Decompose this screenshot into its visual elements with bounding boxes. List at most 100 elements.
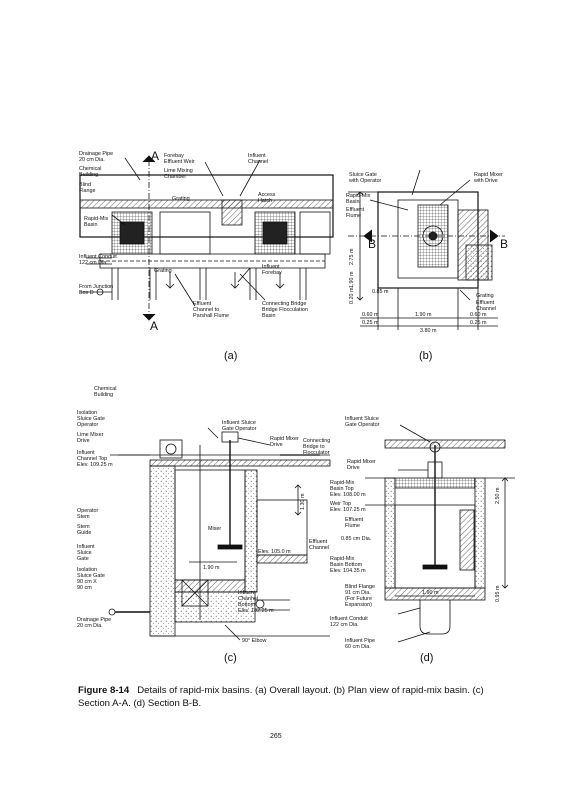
svg-text:A: A [151,149,159,163]
svg-text:From Junction: From Junction [79,284,113,290]
svg-text:Influent: Influent [248,153,266,159]
svg-text:Basin Top: Basin Top [330,486,354,492]
svg-text:Flange: Flange [79,188,95,194]
svg-text:Elev. 109.25 m: Elev. 109.25 m [77,462,113,468]
svg-text:Chemical: Chemical [94,386,116,392]
svg-text:B: B [500,237,508,251]
svg-text:Bottom: Bottom [238,602,256,608]
svg-text:Influent: Influent [262,264,280,270]
svg-text:122 cm Dia.: 122 cm Dia. [79,260,108,266]
svg-text:Connecting: Connecting [303,438,330,444]
svg-text:Gate Operator: Gate Operator [222,426,257,432]
svg-text:Basin: Basin [84,222,98,228]
svg-text:Channel Top: Channel Top [77,456,107,462]
svg-text:0.85 cm Dia.: 0.85 cm Dia. [341,536,371,542]
svg-text:3.80 m: 3.80 m [420,328,437,334]
svg-text:B: B [368,237,376,251]
panel-b-caption: (b) [419,350,433,362]
svg-text:Isolation: Isolation [77,567,97,573]
svg-text:Drainage Pipe: Drainage Pipe [79,151,113,157]
svg-text:Isolation: Isolation [77,410,97,416]
svg-text:Access: Access [258,192,276,198]
svg-text:Effluent: Effluent [309,539,328,545]
svg-text:Basin: Basin [262,313,276,319]
panel-a-drawing [79,155,334,321]
svg-text:Connecting Bridge: Connecting Bridge [262,301,306,307]
svg-text:Basin: Basin [346,199,360,205]
svg-text:Chamber: Chamber [164,174,186,180]
svg-text:Effluent: Effluent [346,207,365,213]
svg-text:0.60 m: 0.60 m [362,312,379,318]
svg-text:Grating: Grating [172,196,190,202]
svg-text:Sluice: Sluice [77,550,92,556]
svg-text:Flocculator: Flocculator [303,450,330,456]
figure-caption: Figure 8-14 Details of rapid-mix basins.… [78,685,498,710]
svg-text:(For Future: (For Future [345,596,372,602]
svg-text:with Drive: with Drive [473,178,498,184]
svg-text:1.90 m: 1.90 m [422,590,439,596]
svg-text:Bridge Flocculation: Bridge Flocculation [262,307,308,313]
svg-text:Influent: Influent [77,544,95,550]
svg-text:Sluice Gate: Sluice Gate [77,573,105,579]
svg-text:Flume: Flume [345,523,360,529]
svg-text:Flume: Flume [346,213,361,219]
svg-text:2.50 m: 2.50 m [495,487,501,504]
svg-text:90 cm X: 90 cm X [77,579,97,585]
svg-text:60 cm Dia.: 60 cm Dia. [345,644,371,650]
svg-text:Effluent Weir: Effluent Weir [164,159,195,165]
svg-text:Influent Pipe: Influent Pipe [345,638,375,644]
svg-text:A: A [150,319,158,333]
svg-text:Operator: Operator [77,422,98,428]
svg-text:Weir Top: Weir Top [330,501,351,507]
svg-text:Parshall Flume: Parshall Flume [193,313,229,319]
panel-b-labels: Sluice Gate with Operator Rapid Mixer wi… [346,172,508,334]
svg-text:Drive: Drive [347,465,360,471]
svg-text:Rapid-Mix: Rapid-Mix [346,193,371,199]
svg-text:0.85 m: 0.85 m [372,289,389,295]
svg-text:Stem: Stem [77,524,90,530]
svg-text:1.90 m: 1.90 m [415,312,432,318]
svg-text:Lime Mixing: Lime Mixing [164,168,193,174]
svg-text:Blind Flange: Blind Flange [345,584,375,590]
svg-text:Elev. 105.0 m: Elev. 105.0 m [258,549,291,555]
svg-text:Chemical: Chemical [79,166,101,172]
svg-text:Channel: Channel [238,596,258,602]
svg-text:Channel to: Channel to [193,307,219,313]
svg-text:Channel: Channel [248,159,268,165]
svg-text:Box D: Box D [79,290,94,296]
svg-text:90° Elbow: 90° Elbow [242,638,266,644]
svg-text:Channel: Channel [476,306,496,312]
svg-text:Drive: Drive [270,442,283,448]
panel-b-drawing [348,169,505,330]
figure-label: Figure 8-14 [78,685,130,696]
svg-text:Building: Building [94,392,113,398]
svg-text:Forebay: Forebay [262,270,282,276]
svg-text:1.90 m: 1.90 m [349,271,355,288]
svg-text:Rapid Mixer: Rapid Mixer [474,172,503,178]
svg-text:Rapid Mixer: Rapid Mixer [270,436,299,442]
svg-text:Guide: Guide [77,530,91,536]
svg-text:Rapid-Mix: Rapid-Mix [330,480,355,486]
page-number: 265 [270,733,282,740]
figure-caption-text: Details of rapid-mix basins. (a) Overall… [78,685,484,709]
svg-text:Elev. 104.35 m: Elev. 104.35 m [330,568,366,574]
svg-text:Stem: Stem [77,514,90,520]
svg-text:Sluice Gate: Sluice Gate [349,172,377,178]
svg-text:Hatch: Hatch [258,198,272,204]
svg-text:2.75 m: 2.75 m [349,248,355,265]
svg-text:Influent Conduit: Influent Conduit [330,616,368,622]
svg-text:Mixer: Mixer [208,526,221,532]
panel-c-caption: (c) [224,652,237,664]
svg-text:Elev. 102.25 m: Elev. 102.25 m [238,608,274,614]
svg-text:Effluent: Effluent [193,301,212,307]
svg-text:91 cm Dia.: 91 cm Dia. [345,590,371,596]
svg-text:Grating: Grating [154,268,172,274]
panel-c-labels: Chemical Building Isolation Sluice Gate … [77,386,330,644]
svg-text:Gate: Gate [77,556,89,562]
svg-text:0.60 m: 0.60 m [470,312,487,318]
svg-text:Basin Bottom: Basin Bottom [330,562,363,568]
panel-a-caption: (a) [224,350,238,362]
svg-text:Elev. 108.00 m: Elev. 108.00 m [330,492,366,498]
svg-text:Rapid-Mix: Rapid-Mix [330,556,355,562]
svg-text:Building: Building [79,172,98,178]
